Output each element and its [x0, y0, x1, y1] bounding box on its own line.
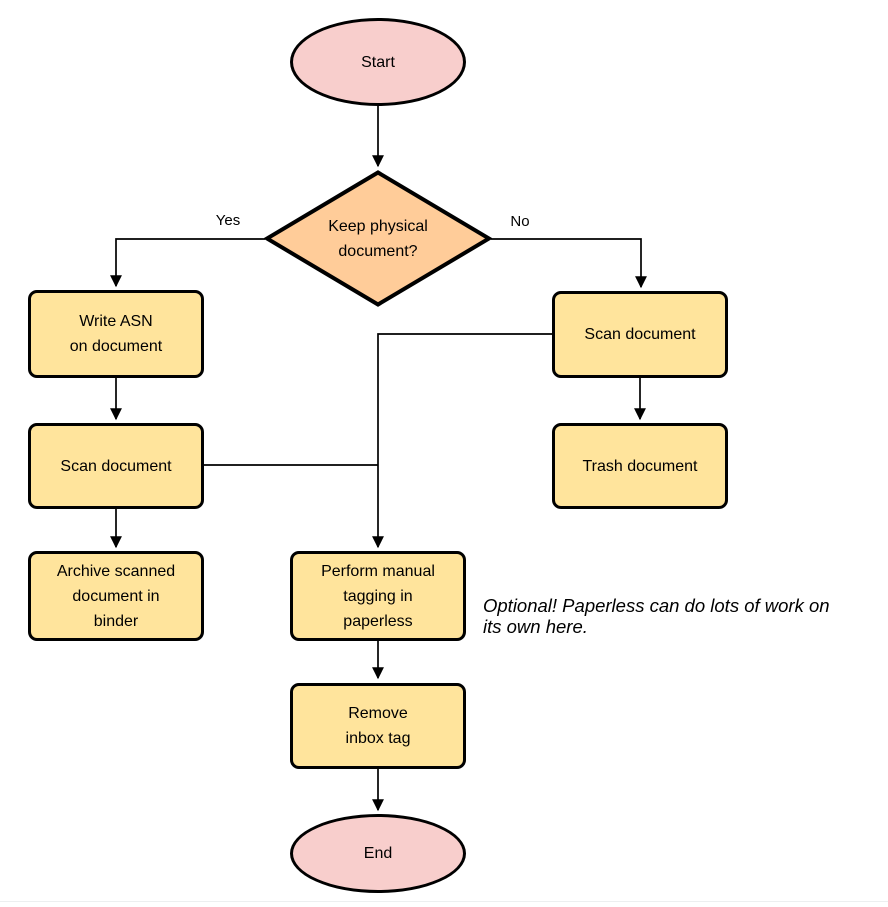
edge-decision-no-to-scan-right	[491, 238, 647, 289]
decision-diamond-shape	[264, 170, 492, 307]
node-scan-document-right: Scan document	[552, 291, 728, 378]
node-archive-binder: Archive scanned document in binder	[28, 551, 204, 641]
decision-label: Keep physical document?	[328, 217, 428, 260]
node-end: End	[290, 814, 466, 893]
edge-decision-yes-to-write-asn	[110, 238, 265, 288]
edge-label-yes: Yes	[215, 212, 241, 229]
node-decision: Keep physical document?	[264, 170, 492, 307]
node-remove-inbox-tag: Remove inbox tag	[290, 683, 466, 769]
node-start: Start	[290, 18, 466, 106]
edge-scan-right-to-tagging	[372, 333, 552, 549]
page-bottom-divider	[0, 901, 888, 902]
node-trash-document: Trash document	[552, 423, 728, 509]
edge-label-no: No	[510, 213, 530, 230]
node-scan-document-left: Scan document	[28, 423, 204, 509]
node-write-asn: Write ASN on document	[28, 290, 204, 378]
node-manual-tagging: Perform manual tagging in paperless	[290, 551, 466, 641]
optional-note: Optional! Paperless can do lots of work …	[483, 595, 830, 637]
